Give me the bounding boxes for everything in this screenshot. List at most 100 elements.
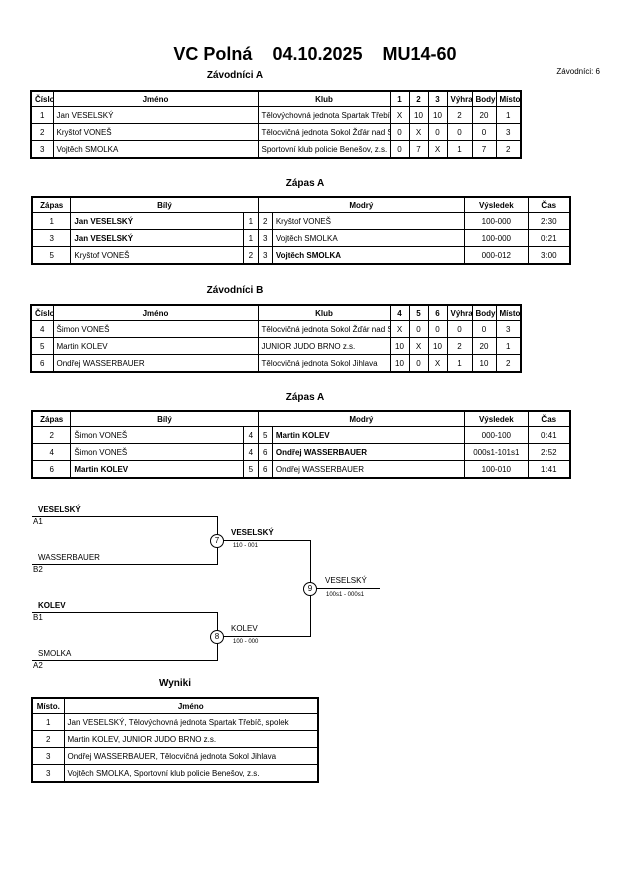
match-header-cell: Modrý	[257, 196, 466, 213]
match-header-cell: Čas	[527, 196, 571, 213]
match-header-cell: Výsledek	[464, 410, 529, 427]
pool-cell-points: 20	[471, 106, 497, 124]
match-header-cell: Výsledek	[464, 196, 529, 213]
bracket-semi1-bottom-seed: B2	[33, 565, 43, 574]
match-blue-no: 3	[257, 229, 273, 247]
match-number: 3	[31, 229, 72, 247]
bracket-semi2-winner: KOLEV	[231, 624, 258, 633]
pool-cell-r2: 7	[408, 140, 429, 159]
match-white: Jan VESELSKÝ	[70, 229, 245, 247]
pool-cell-num: 3	[30, 140, 54, 159]
match-blue: Kryštof VONEŠ	[271, 212, 466, 230]
result-name: Jan VESELSKÝ, Tělovýchovná jednota Spart…	[63, 713, 319, 731]
pool-cell-r3: 0	[427, 320, 448, 338]
result-name: Vojtěch SMOLKA, Sportovní klub policie B…	[63, 764, 319, 783]
match-blue: Vojtěch SMOLKA	[271, 229, 466, 247]
pool-cell-r3: 10	[427, 337, 448, 355]
bracket-semi1-top-name: VESELSKÝ	[38, 505, 81, 514]
match-time: 2:52	[527, 443, 571, 461]
match-blue-no: 3	[257, 246, 273, 265]
match-white-no: 2	[243, 246, 259, 265]
pool-cell-r2: 0	[408, 320, 429, 338]
pool-cell-r3: 0	[427, 123, 448, 141]
pool-header-cell: 1	[389, 90, 410, 107]
pool-cell-r2: 10	[408, 106, 429, 124]
bracket-semi2-top-name: KOLEV	[38, 601, 66, 610]
pool-cell-name: Jan VESELSKÝ	[52, 106, 259, 124]
matches-b-title: Zápas A	[285, 392, 325, 403]
bracket-semi2-bottom-seed: A2	[33, 661, 43, 670]
event-name: VC Polná	[173, 44, 253, 64]
match-blue: Ondřej WASSERBAUER	[271, 443, 466, 461]
pool-cell-wins: 1	[446, 354, 473, 373]
pool-cell-club: Tělocvičná jednota Sokol Jihlava	[257, 354, 391, 373]
match-white-no: 5	[243, 460, 259, 479]
match-number: 2	[31, 426, 72, 444]
results-header-name: Jméno	[63, 697, 319, 714]
pool-cell-points: 0	[471, 320, 497, 338]
pool-cell-r2: X	[408, 123, 429, 141]
pool-cell-r2: 0	[408, 354, 429, 373]
result-place: 3	[31, 764, 65, 783]
match-header-cell: Zápas	[31, 410, 72, 427]
match-time: 3:00	[527, 246, 571, 265]
pool-header-cell: Výhra	[446, 90, 473, 107]
pool-cell-r1: X	[389, 106, 410, 124]
pool-a-title: Závodníci A	[206, 70, 264, 81]
pool-header-cell: Klub	[257, 90, 391, 107]
bracket-semi1-match-no: 7	[210, 534, 224, 548]
matches-a-title: Zápas A	[285, 178, 325, 189]
pool-cell-r1: 10	[389, 337, 410, 355]
pool-header-cell: Klub	[257, 304, 391, 321]
match-number: 4	[31, 443, 72, 461]
match-blue: Martin KOLEV	[271, 426, 466, 444]
match-blue: Ondřej WASSERBAUER	[271, 460, 466, 479]
match-time: 0:41	[527, 426, 571, 444]
competitors-count: Závodníci: 6	[556, 67, 600, 76]
match-white: Martin KOLEV	[70, 460, 245, 479]
match-white: Šimon VONEŠ	[70, 443, 245, 461]
match-white-no: 1	[243, 212, 259, 230]
pool-cell-wins: 2	[446, 106, 473, 124]
results-title: Wyniki	[158, 678, 192, 689]
pool-cell-num: 1	[30, 106, 54, 124]
match-blue-no: 2	[257, 212, 273, 230]
pool-cell-name: Martin KOLEV	[52, 337, 259, 355]
pool-cell-r1: 0	[389, 123, 410, 141]
result-name: Martin KOLEV, JUNIOR JUDO BRNO z.s.	[63, 730, 319, 748]
pool-cell-r3: X	[427, 354, 448, 373]
pool-header-cell: Místo	[495, 90, 522, 107]
pool-cell-club: JUNIOR JUDO BRNO z.s.	[257, 337, 391, 355]
pool-b-title: Závodníci B	[206, 285, 264, 296]
pool-header-cell: Výhra	[446, 304, 473, 321]
bracket-semi1-bottom-name: WASSERBAUER	[38, 553, 100, 562]
match-header-cell: Zápas	[31, 196, 72, 213]
bracket-semi2-score: 100 - 000	[233, 639, 259, 645]
bracket-final-match-no: 9	[303, 582, 317, 596]
pool-cell-place: 2	[495, 140, 522, 159]
pool-cell-r3: X	[427, 140, 448, 159]
pool-cell-name: Vojtěch SMOLKA	[52, 140, 259, 159]
pool-header-cell: 4	[389, 304, 410, 321]
bracket-final-score: 100s1 - 000s1	[326, 592, 365, 598]
bracket-semi1-score: 110 - 001	[233, 543, 258, 549]
pool-header-cell: Jméno	[52, 304, 259, 321]
result-place: 2	[31, 730, 65, 748]
pool-cell-num: 4	[30, 320, 54, 338]
